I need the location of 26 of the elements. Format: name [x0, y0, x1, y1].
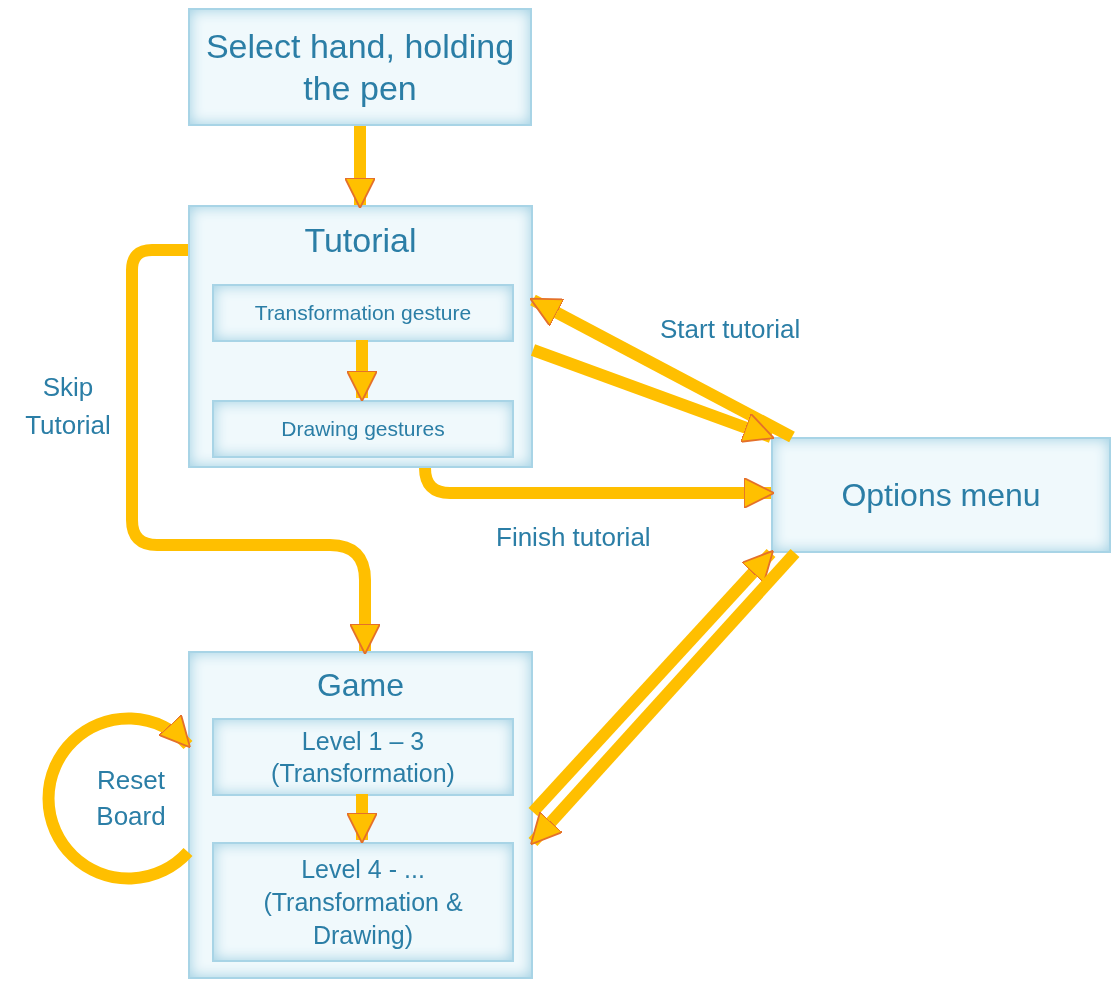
node-text: Transformation gesture [253, 300, 473, 327]
flow-arrow [42, 712, 193, 885]
process-box [188, 8, 532, 126]
edge-label: Start tutorial [660, 313, 801, 346]
node-text: Level 4 - ... (Transformation & Drawing) [262, 853, 464, 951]
group-box [188, 651, 533, 979]
node-text: Tutorial [303, 220, 418, 261]
node-text: Drawing gestures [280, 416, 446, 443]
node-text: Level 1 – 3 (Transformation) [270, 726, 456, 789]
edge-label: Finish tutorial [496, 521, 651, 554]
edge-label: Reset Board [95, 764, 167, 833]
process-box [212, 400, 514, 458]
flow-arrow [346, 340, 378, 402]
flow-arrow [529, 294, 795, 443]
node-text: Options menu [840, 476, 1042, 515]
process-box [212, 284, 514, 342]
process-box [212, 842, 514, 962]
process-box [212, 718, 514, 796]
node-text: Select hand, holding the pen [204, 26, 516, 109]
process-box [771, 437, 1111, 553]
edge-label: Skip Tutorial [24, 371, 112, 442]
group-box [188, 205, 533, 468]
flow-arrow [528, 548, 776, 817]
flow-arrow [528, 548, 800, 847]
node-text: Game [315, 666, 406, 705]
flow-arrow [346, 794, 378, 844]
